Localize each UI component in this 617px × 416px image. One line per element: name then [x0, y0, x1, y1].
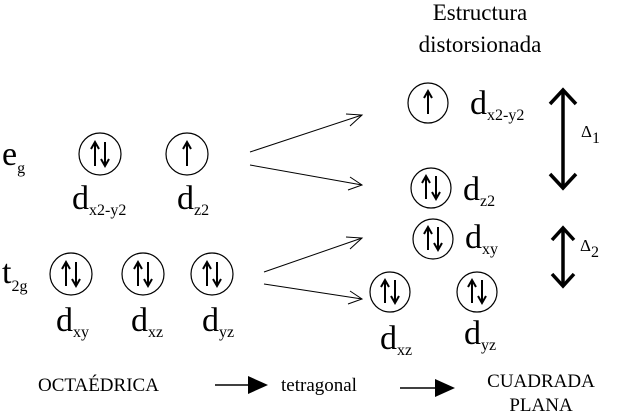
- label-t2g-main: t: [2, 254, 12, 291]
- arrow-eg-down-icon: [249, 164, 364, 191]
- delta2-label: Δ2: [580, 236, 599, 261]
- arrow-t2g-down-icon: [263, 283, 364, 305]
- orbital-label: dxz: [380, 320, 412, 359]
- step-arrow-1-icon: [215, 376, 268, 394]
- orbital-left-dz2: dz2: [165, 132, 209, 219]
- label-eg-main: e: [2, 136, 17, 173]
- orbital-label: dx2-y2: [72, 180, 126, 219]
- orbital-right-dyz: dyz: [456, 271, 498, 354]
- orbital-circle: [165, 132, 209, 176]
- orbital-left-dxy: dxy: [49, 252, 93, 341]
- orbital-circle: [456, 271, 498, 313]
- electron-pair-icon: [380, 277, 400, 306]
- title-line-1: Estructura: [433, 0, 528, 25]
- title-line-2: distorsionada: [419, 32, 542, 57]
- orbital-circle: [410, 167, 452, 209]
- orbital-label: dxz: [131, 302, 163, 341]
- orbital-label: dx2-y2: [470, 85, 524, 124]
- electron-pair-icon: [467, 277, 487, 306]
- orbital-right-dz2: dz2: [410, 167, 495, 210]
- orbital-label: dz2: [177, 180, 209, 219]
- step-tetragonal: tetragonal: [281, 375, 357, 396]
- orbital-label: dxy: [56, 302, 89, 341]
- orbital-circle: [190, 252, 234, 296]
- orbital-circle: [407, 82, 449, 124]
- splitting-arrows: [249, 113, 364, 305]
- orbital-circle: [412, 218, 454, 260]
- step-cuadrada: CUADRADA: [487, 371, 595, 392]
- orbital-left-dxz: dxz: [121, 252, 165, 341]
- delta1-label: Δ1: [581, 122, 600, 147]
- orbital-label: dxy: [465, 219, 498, 258]
- step-octaedrica: OCTAÉDRICA: [38, 374, 159, 396]
- orbital-circle: [121, 252, 165, 296]
- orbital-circle: [49, 252, 93, 296]
- electron-pair-icon: [133, 259, 153, 289]
- electron-pair-icon: [421, 173, 441, 202]
- delta2-double-arrow-icon: [550, 225, 576, 289]
- step-arrow-2-icon: [400, 379, 455, 397]
- electron-pair-icon: [202, 259, 222, 289]
- electron-up-icon: [423, 88, 433, 114]
- electron-pair-icon: [423, 224, 443, 253]
- label-t2g: t2g: [2, 254, 27, 295]
- orbital-circle: [369, 271, 411, 313]
- orbital-left-dyz: dyz: [190, 252, 234, 341]
- orbital-label: dyz: [464, 315, 496, 354]
- orbital-right-dxy: dxy: [412, 218, 498, 260]
- electron-up-icon: [182, 139, 192, 166]
- orbital-right-dxz: dxz: [369, 271, 412, 359]
- arrow-eg-up-icon: [249, 113, 364, 153]
- orbital-right-dx2y2: dx2-y2: [407, 82, 524, 124]
- delta1-double-arrow-icon: [548, 87, 578, 191]
- orbital-left-dx2y2: dx2-y2: [72, 132, 126, 219]
- step-plana: PLANA: [509, 395, 573, 416]
- label-t2g-sub: 2g: [11, 278, 27, 295]
- orbital-circle: [78, 132, 122, 176]
- label-eg-sub: g: [17, 160, 25, 177]
- arrow-t2g-up-icon: [263, 236, 364, 273]
- label-eg: eg: [2, 136, 25, 177]
- orbital-label: dyz: [202, 302, 234, 341]
- electron-pair-icon: [61, 259, 81, 289]
- orbital-label: dz2: [463, 171, 495, 210]
- electron-pair-icon: [90, 139, 110, 169]
